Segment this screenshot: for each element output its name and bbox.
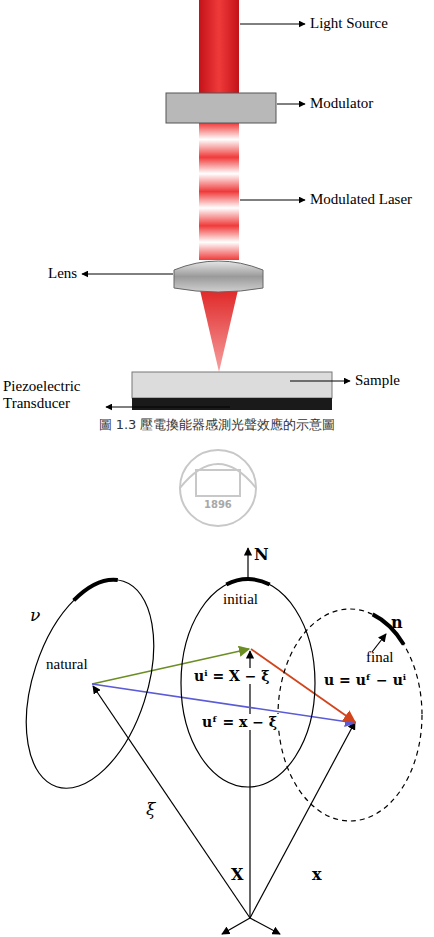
boundary-segment [2,564,177,805]
part-label: Modulated Laser [310,191,412,208]
configuration-ellipse: natural [24,576,156,790]
vector-arrow [249,651,250,918]
figure-caption: 圖 1.3 壓電換能器感測光聲效應的示意圖 [0,416,434,434]
vector-equation: uᶠ = x − ξ [200,714,279,730]
watermark-logo [180,450,256,526]
boundary-segment [181,579,315,787]
configuration-name: initial [223,591,258,608]
sample [132,372,332,398]
lens [174,261,263,292]
vectors [92,548,386,934]
laser-beam [199,0,239,94]
vector-arrow [222,918,250,934]
ellipse-outline [24,576,156,790]
vector-symbol: X [231,866,243,884]
part-label: Lens [48,265,77,282]
transducer [132,398,332,410]
part-label: Sample [355,372,400,389]
vector-equation: u = uᶠ − uⁱ [322,672,408,688]
part-label: Modulator [310,95,373,112]
vector-arrow [250,722,355,918]
focused-beam [200,290,238,372]
vector-arrow [247,548,248,580]
body-outline [181,579,315,787]
configuration-ellipse: final [278,609,422,821]
body-outline [278,609,422,821]
ellipse-outline [278,609,422,821]
vector-equation: uⁱ = X − ξ [192,668,272,684]
modulator [166,93,276,123]
normal-symbol: N [254,546,269,564]
body-outline [2,564,177,805]
vector-symbol: x [312,866,322,884]
vector-symbol: ξ [146,800,155,820]
configuration-name: final [366,649,394,666]
part-label: Light Source [310,15,388,32]
watermark: 1896 [204,499,232,511]
configuration-name: natural [46,656,88,673]
boundary-segment [278,609,422,821]
normal-symbol: n [391,614,403,632]
modulated-beam [199,123,239,260]
vector-arrow [250,918,280,934]
part-label: Piezoelectric Transducer [3,378,99,413]
normal-symbol: ν [30,606,40,626]
leader-arrows [82,24,350,407]
